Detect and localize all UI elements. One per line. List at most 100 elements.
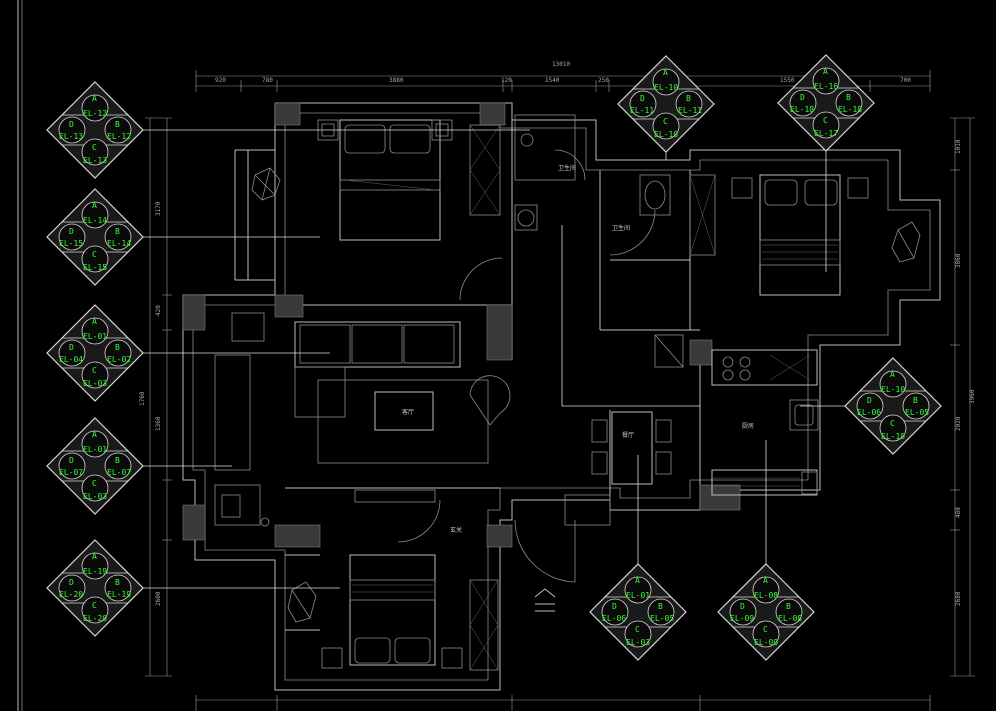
leader-lines <box>140 129 850 589</box>
entrance: 玄关 <box>450 494 611 612</box>
tag-2-B: B <box>115 227 120 236</box>
tag-1-top: EL-12 <box>83 109 107 118</box>
tag-3-bottom: EL-03 <box>83 379 107 388</box>
living-room: 客厅 <box>294 321 511 464</box>
dim-right-5: 2680 <box>955 591 962 606</box>
tag-5-left: EL-20 <box>59 590 83 599</box>
tag-5-right: EL-19 <box>107 590 131 599</box>
tag-1-C: C <box>92 143 97 152</box>
tag-8-top: EL-10 <box>881 385 905 394</box>
tag-8-B: B <box>913 396 918 405</box>
dim-left-4: 2600 <box>155 591 162 606</box>
wardrobe-top <box>469 124 501 216</box>
tag-1-A: A <box>92 94 97 103</box>
tag-10-D: D <box>740 602 745 611</box>
bottom-dimension-chain <box>195 695 931 711</box>
tag-3-C: C <box>92 366 97 375</box>
tag-9-C: C <box>635 625 640 634</box>
tag-8-bottom: EL-10 <box>881 432 905 441</box>
tag-6-C: C <box>663 117 668 126</box>
tag-10-B: B <box>786 602 791 611</box>
dim-left-0: 3170 <box>155 201 162 216</box>
tag-3-A: A <box>92 317 97 326</box>
tag-4-C: C <box>92 479 97 488</box>
dim-top-0: 920 <box>215 77 226 84</box>
tag-2-bottom: EL-15 <box>83 263 107 272</box>
tag-7-D: D <box>800 93 805 102</box>
tag-2-A: A <box>92 201 97 210</box>
tag-10-A: A <box>763 576 768 585</box>
tag-2-right: EL-14 <box>107 239 131 248</box>
bathroom-right: 卫生间 <box>612 174 716 256</box>
tag-2-D: D <box>69 227 74 236</box>
tag-9-bottom: EL-03 <box>626 638 650 647</box>
tag-10-left: EL-09 <box>730 614 754 623</box>
tag-4-A: A <box>92 430 97 439</box>
bed-top-left <box>317 119 453 241</box>
tag-8-A: A <box>890 370 895 379</box>
bed-bottom <box>287 489 499 671</box>
structural-columns <box>182 102 741 548</box>
elevation-tag-9: A EL-01 D B EL-06 EL-05 C EL-03 <box>589 563 687 661</box>
tag-9-top: EL-01 <box>626 591 650 600</box>
tag-2-C: C <box>92 250 97 259</box>
elevation-tag-7: A EL-16 D B EL-18 EL-18 C EL-17 <box>777 54 875 152</box>
dim-right-4: 480 <box>955 507 962 518</box>
tag-9-D: D <box>612 602 617 611</box>
tag-10-bottom: EL-09 <box>754 638 778 647</box>
dim-top-3: 120 <box>501 77 512 84</box>
dim-top-7: 700 <box>900 77 911 84</box>
room-dining-room: 餐厅 <box>622 431 634 439</box>
dining-room: 餐厅 <box>591 411 672 485</box>
room-living-room: 客厅 <box>402 408 414 416</box>
tv-cabinet <box>214 312 270 527</box>
room-bathroom-top: 卫生间 <box>558 164 576 172</box>
outer-walls <box>182 102 941 691</box>
room-entrance: 玄关 <box>450 526 462 534</box>
tag-3-right: EL-02 <box>107 355 131 364</box>
tag-9-left: EL-06 <box>602 614 626 623</box>
tag-4-top: EL-01 <box>83 445 107 454</box>
dim-top-1: 780 <box>262 77 273 84</box>
tag-3-top: EL-01 <box>83 332 107 341</box>
tag-10-top: EL-08 <box>754 591 778 600</box>
tag-9-right: EL-05 <box>650 614 674 623</box>
room-kitchen: 厨房 <box>742 422 754 430</box>
tag-1-D: D <box>69 120 74 129</box>
tag-6-bottom: EL-10 <box>654 130 678 139</box>
dim-right-0: 1010 <box>955 139 962 154</box>
drawing-frame <box>17 0 23 711</box>
tag-8-right: EL-05 <box>905 408 929 417</box>
tag-5-bottom: EL-20 <box>83 614 107 623</box>
tag-5-top: EL-19 <box>83 567 107 576</box>
tag-4-right: EL-07 <box>107 468 131 477</box>
tag-7-right: EL-18 <box>838 105 862 114</box>
tag-8-C: C <box>890 419 895 428</box>
fridge <box>654 334 684 368</box>
tag-6-D: D <box>640 94 645 103</box>
dim-top-4: 1540 <box>545 77 560 84</box>
tag-7-left: EL-18 <box>790 105 814 114</box>
tag-8-left: EL-06 <box>857 408 881 417</box>
elevation-tag-5: A EL-19 D B EL-20 EL-19 C EL-20 <box>46 539 144 637</box>
tag-6-B: B <box>686 94 691 103</box>
dim-top-5: 250 <box>598 77 609 84</box>
elevation-tag-8: A EL-10 D B EL-06 EL-05 C EL-10 <box>844 357 942 455</box>
tag-4-B: B <box>115 456 120 465</box>
dim-left-3: 1360 <box>155 416 162 431</box>
tag-1-left: EL-13 <box>59 132 83 141</box>
tag-2-left: EL-15 <box>59 239 83 248</box>
tag-6-right: EL-11 <box>678 106 702 115</box>
dim-left-1: 420 <box>155 305 162 316</box>
dim-right-1: 3860 <box>955 253 962 268</box>
tag-6-A: A <box>663 68 668 77</box>
tag-1-bottom: EL-13 <box>83 156 107 165</box>
tag-1-right: EL-12 <box>107 132 131 141</box>
elevation-tag-1: A EL-12 D B EL-13 EL-12 C EL-13 <box>46 81 144 179</box>
plant-top-left <box>251 167 281 201</box>
tag-5-C: C <box>92 601 97 610</box>
tag-3-B: B <box>115 343 120 352</box>
tag-7-bottom: EL-17 <box>814 129 838 138</box>
tag-3-D: D <box>69 343 74 352</box>
